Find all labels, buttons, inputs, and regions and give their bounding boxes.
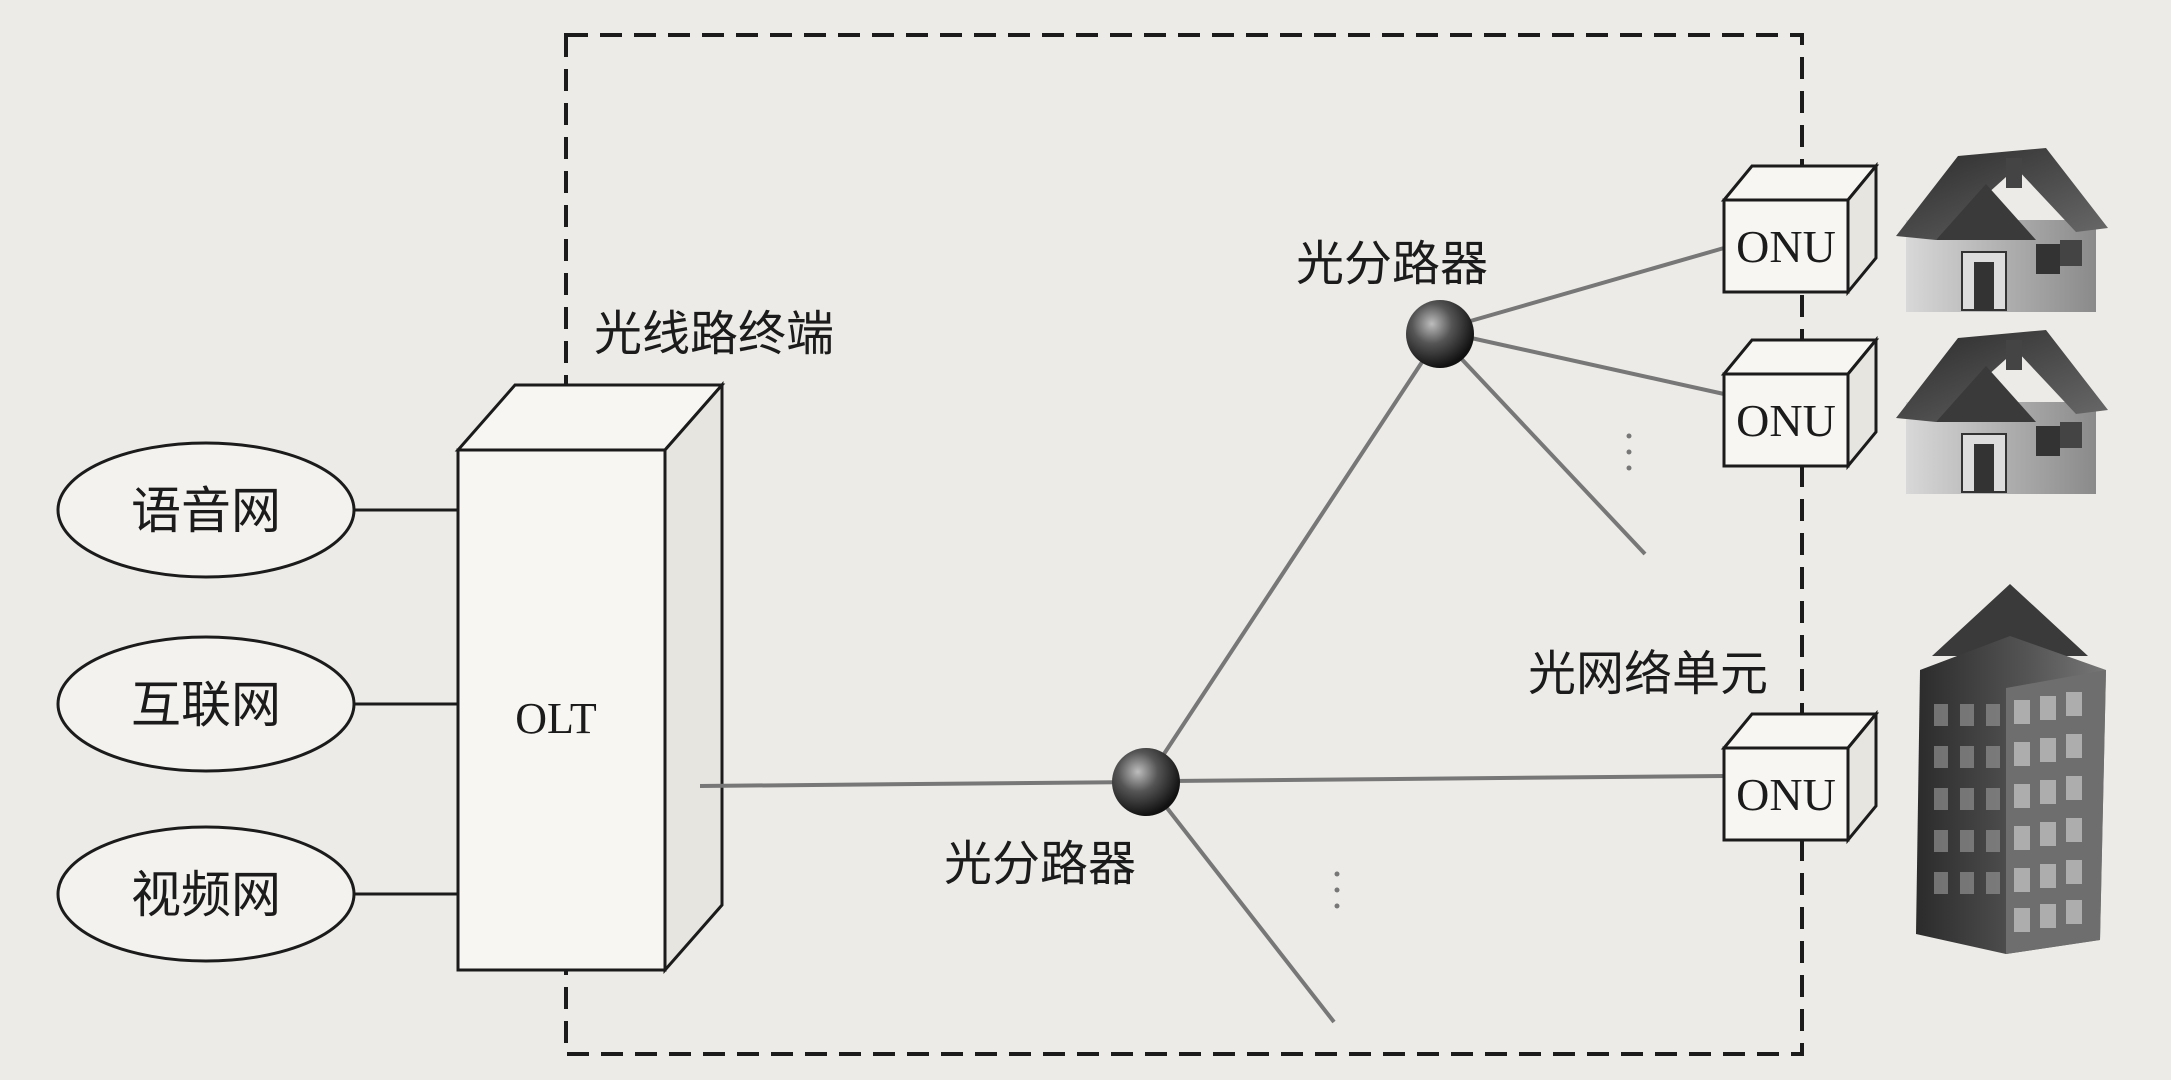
network-video: 视频网 bbox=[56, 825, 356, 963]
olt-caption: 光线路终端 bbox=[594, 306, 834, 362]
fiber-to-onu-2 bbox=[1461, 334, 1725, 396]
onu-box-3: ONU bbox=[1720, 709, 1880, 845]
network-voice: 语音网 bbox=[56, 441, 356, 579]
onu-label-2: ONU bbox=[1736, 395, 1836, 446]
onu-label-1: ONU bbox=[1736, 221, 1836, 272]
splitter-lower-caption: 光分路器 bbox=[944, 836, 1136, 892]
office-building-icon bbox=[1916, 584, 2106, 954]
house-icon bbox=[1896, 330, 2108, 494]
fiber-upper-spare bbox=[1453, 350, 1647, 556]
network-internet-label: 互联网 bbox=[131, 676, 281, 734]
fiber-to-upper-splitter bbox=[1158, 354, 1428, 762]
splitter-upper-caption: 光分路器 bbox=[1296, 236, 1488, 292]
splitter-lower bbox=[1112, 748, 1180, 816]
onu-label-3: ONU bbox=[1736, 769, 1836, 820]
onu-caption: 光网络单元 bbox=[1528, 646, 1768, 702]
fiber-to-building-onu bbox=[1169, 774, 1725, 783]
onu-box-1: ONU bbox=[1720, 161, 1880, 297]
olt-box: OLT bbox=[454, 381, 726, 974]
ellipsis-dots-lower bbox=[1334, 871, 1340, 909]
splitter-upper bbox=[1406, 300, 1474, 368]
fiber-lower-spare bbox=[1165, 806, 1336, 1024]
olt-label: OLT bbox=[515, 694, 597, 743]
fiber-to-onu-1 bbox=[1459, 246, 1725, 326]
house-icon bbox=[1896, 148, 2108, 312]
network-boundary bbox=[564, 33, 1804, 1056]
network-internet: 互联网 bbox=[56, 635, 356, 773]
onu-box-2: ONU bbox=[1720, 335, 1880, 471]
ellipsis-dots-upper bbox=[1626, 433, 1632, 471]
fiber-trunk bbox=[699, 780, 1147, 788]
network-voice-label: 语音网 bbox=[131, 482, 281, 540]
network-video-label: 视频网 bbox=[131, 866, 281, 924]
